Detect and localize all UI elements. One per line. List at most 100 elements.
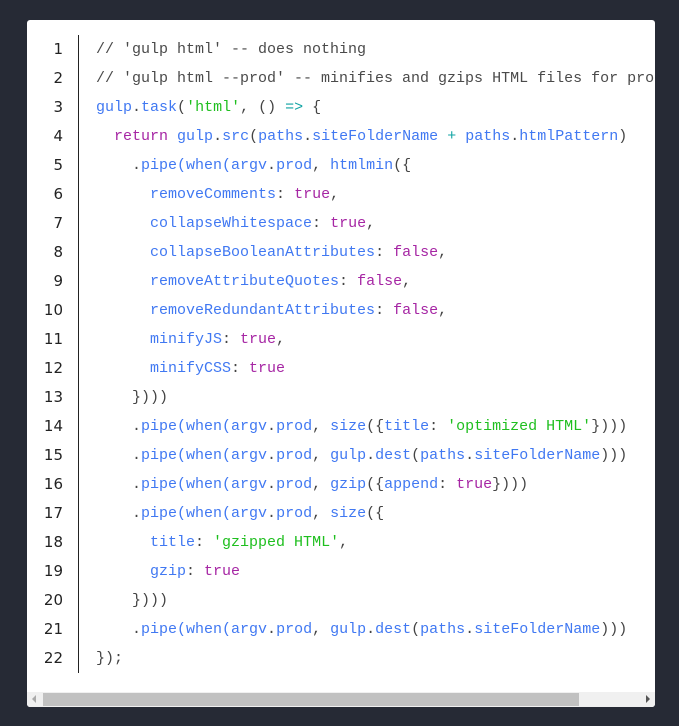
code-punctuation: , [402,273,412,290]
code-identifier: title [384,418,430,435]
code-keyword: false [357,273,403,290]
code-punctuation: : [375,302,394,319]
code-punctuation [96,215,150,232]
code-punctuation: , [366,215,376,232]
line-number: 10 [43,301,63,319]
code-line: collapseWhitespace: true, [96,209,654,238]
code-punctuation [96,534,150,551]
code-line: .pipe(when(argv.prod, htmlmin({ [96,151,654,180]
line-number: 17 [43,504,63,522]
scrollbar-track[interactable] [43,693,639,706]
code-line: }))) [96,383,654,412]
code-punctuation: . [96,418,142,435]
scrollbar-thumb[interactable] [43,693,580,706]
code-punctuation [96,302,150,319]
code-identifier: prod [276,621,313,638]
code-operator: + [447,128,457,145]
code-identifier: minifyJS [150,331,223,348]
code-punctuation: , [438,302,448,319]
scroll-left-arrow-icon[interactable] [32,695,36,703]
code-punctuation: ) [618,128,628,145]
code-punctuation: ({ [393,157,412,174]
line-number: 20 [43,591,63,609]
code-keyword: true [330,215,367,232]
code-identifier: gzip [330,476,367,493]
code-line: title: 'gzipped HTML', [96,528,654,557]
scroll-right-arrow-icon[interactable] [646,695,650,703]
code-keyword: return [114,128,169,145]
code-punctuation: . [96,505,142,522]
line-number: 1 [53,40,63,58]
line-number: 11 [43,330,63,348]
code-line: .pipe(when(argv.prod, size({title: 'opti… [96,412,654,441]
code-line: return gulp.src(paths.siteFolderName + p… [96,122,654,151]
code-identifier: collapseWhitespace [150,215,313,232]
code-identifier: paths [420,621,466,638]
code-punctuation: , [312,476,331,493]
code-identifier: dest [375,447,412,464]
code-punctuation: , [339,534,349,551]
code-string: 'optimized HTML' [447,418,592,435]
code-identifier: src [222,128,250,145]
code-lines: // 'gulp html' -- does nothing // 'gulp h… [96,35,654,673]
code-identifier: pipe(when(argv [141,621,268,638]
code-punctuation: ))) [600,621,628,638]
line-number: 14 [43,417,63,435]
line-number: 19 [43,562,63,580]
code-string: 'gzipped HTML' [213,534,340,551]
code-punctuation: ({ [366,505,385,522]
code-identifier: pipe(when(argv [141,505,268,522]
code-punctuation: ))) [600,447,628,464]
code-punctuation: })) [96,389,160,406]
code-identifier: gulp [177,128,214,145]
code-punctuation [96,360,150,377]
code-identifier: gzip [150,563,187,580]
line-number: 8 [53,243,63,261]
line-number: 22 [43,649,63,667]
code-line: .pipe(when(argv.prod, gulp.dest(paths.si… [96,441,654,470]
code-keyword: true [240,331,277,348]
code-identifier: htmlPattern [519,128,619,145]
code-identifier: prod [276,157,313,174]
code-punctuation [456,128,465,145]
code-punctuation: }); [96,650,124,667]
code-identifier: dest [375,621,412,638]
code-punctuation: }))) [492,476,529,493]
code-punctuation: ( [249,128,259,145]
code-comment: // 'gulp html --prod' -- minifies and gz… [96,70,655,87]
code-punctuation: : [429,418,448,435]
code-line: // 'gulp html' -- does nothing [96,35,654,64]
code-identifier: collapseBooleanAttributes [150,244,376,261]
line-number: 5 [53,156,63,174]
code-punctuation: ({ [366,476,385,493]
code-punctuation: . [366,447,376,464]
code-punctuation: . [96,621,142,638]
code-punctuation: : [195,534,214,551]
code-line: gzip: true [96,557,654,586]
code-identifier: htmlmin [330,157,394,174]
code-punctuation: ( [411,621,421,638]
code-identifier: prod [276,418,313,435]
horizontal-scrollbar[interactable] [27,692,655,707]
line-number: 18 [43,533,63,551]
code-punctuation [438,128,447,145]
code-line: gulp.task('html', () => { [96,93,654,122]
line-number: 6 [53,185,63,203]
code-line: }); [96,644,654,673]
line-number: 15 [43,446,63,464]
code-identifier: size [330,418,367,435]
code-punctuation: , () [240,99,286,116]
code-identifier: minifyCSS [150,360,232,377]
line-number: 16 [43,475,63,493]
code-identifier: append [384,476,439,493]
code-keyword: false [393,244,439,261]
code-keyword: true [456,476,493,493]
code-punctuation: : [276,186,295,203]
code-punctuation: . [267,505,277,522]
code-punctuation: ({ [366,418,385,435]
code-line: // 'gulp html --prod' -- minifies and gz… [96,64,654,93]
code-punctuation: , [312,418,331,435]
code-punctuation: , [438,244,448,261]
